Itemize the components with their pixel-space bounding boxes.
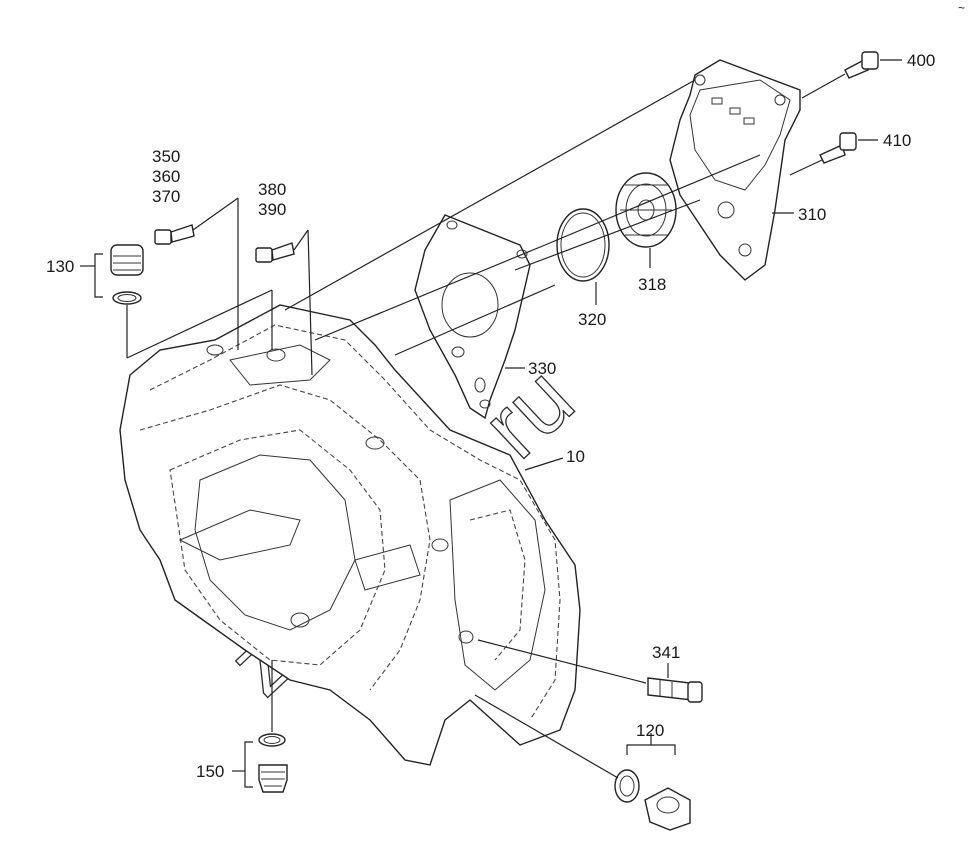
o-ring-inner	[560, 212, 606, 278]
callout-400: 400	[907, 51, 935, 70]
transmission-housing	[119, 304, 581, 766]
leader-lines	[80, 59, 902, 788]
callout-350: 350	[152, 147, 180, 166]
callout-130: 130	[46, 257, 74, 276]
callout-360: 360	[152, 167, 180, 186]
callout-370: 370	[152, 187, 180, 206]
bolt-400	[844, 51, 879, 79]
sensor-341-part	[647, 677, 703, 703]
callout-330: 330	[528, 359, 556, 378]
gasket-part	[414, 214, 531, 420]
plug-120-part	[614, 769, 691, 831]
bolt-350-370	[154, 224, 195, 245]
pump-rotor-part	[615, 172, 677, 248]
callout-150: 150	[196, 762, 224, 781]
callout-320: 320	[578, 310, 606, 329]
bolt-410	[819, 132, 857, 164]
callout-380: 380	[258, 180, 286, 199]
plug-150-part	[258, 733, 288, 793]
callout-390: 390	[258, 200, 286, 219]
rear-cover-part	[669, 59, 801, 281]
callout-10: 10	[566, 447, 585, 466]
callout-310: 310	[798, 205, 826, 224]
plug-130-part	[110, 244, 144, 305]
callout-341: 341	[652, 643, 680, 662]
corner-mark: ~	[958, 1, 965, 15]
callout-318: 318	[638, 275, 666, 294]
callout-410: 410	[883, 131, 911, 150]
o-ring-part	[556, 208, 610, 282]
bolt-380-390	[255, 242, 295, 263]
callout-120: 120	[636, 721, 664, 740]
